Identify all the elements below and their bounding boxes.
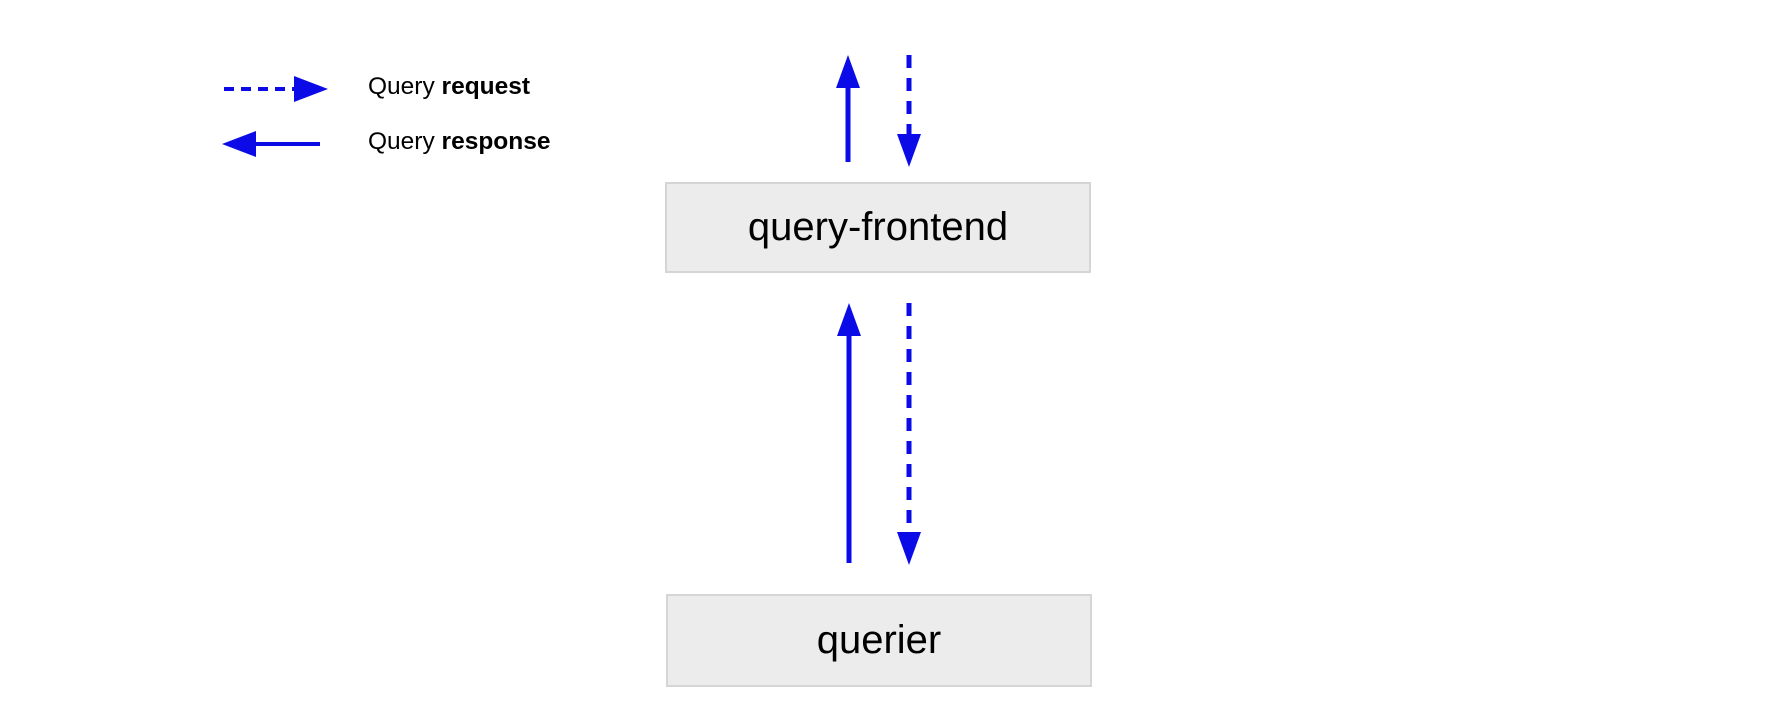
dashed-right-arrow-icon	[224, 76, 328, 102]
edge-request-down-into-frontend	[897, 55, 921, 167]
legend-item-query-response: Query response	[220, 117, 550, 167]
edge-response-up-above-frontend	[836, 55, 860, 162]
legend-label-query-response: Query response	[368, 128, 550, 156]
legend: Query request Query response	[220, 62, 550, 167]
node-querier: querier	[666, 594, 1092, 687]
node-query-frontend: query-frontend	[665, 182, 1091, 273]
legend-label-query-request: Query request	[368, 73, 530, 101]
legend-item-query-request: Query request	[220, 62, 550, 112]
solid-left-arrow-icon	[222, 131, 320, 157]
legend-request-prefix: Query	[368, 73, 442, 100]
legend-response-prefix: Query	[368, 128, 442, 155]
node-querier-label: querier	[816, 618, 942, 662]
node-query-frontend-label: query-frontend	[747, 205, 1009, 249]
legend-request-bold: request	[441, 73, 531, 100]
edge-request-frontend-to-querier	[897, 303, 921, 565]
legend-response-bold: response	[441, 128, 551, 155]
edge-response-querier-to-frontend	[837, 303, 861, 563]
